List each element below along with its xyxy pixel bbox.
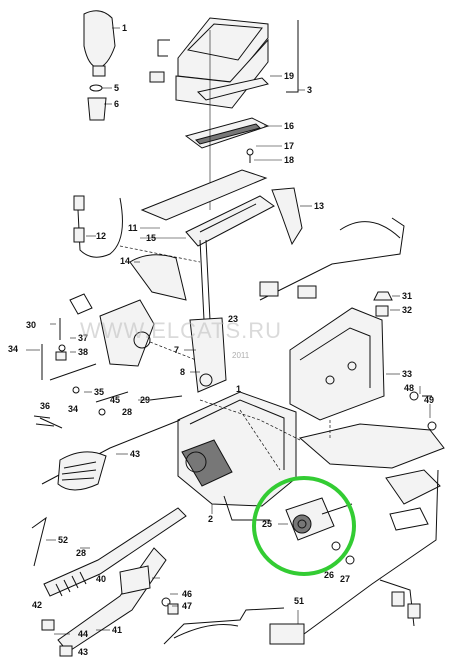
callout-47: 47 — [182, 601, 192, 611]
callout-30: 30 — [26, 320, 36, 330]
callout-14: 14 — [120, 256, 130, 266]
selector-cover-assembly — [149, 17, 305, 210]
callout-46: 46 — [182, 589, 192, 599]
callout-44: 44 — [78, 629, 88, 639]
main-housing — [177, 391, 297, 521]
callout-26: 26 — [324, 570, 334, 580]
callout-11: 11 — [128, 223, 138, 233]
watermark-year: 2011 — [232, 351, 250, 360]
callout-43: 43 — [130, 449, 140, 459]
callout-1: 1 — [236, 384, 241, 394]
reference-lines — [119, 245, 331, 471]
callout-25: 25 — [262, 519, 272, 529]
callout-18: 18 — [284, 155, 294, 165]
callout-43b: 43 — [78, 647, 88, 657]
callout-36: 36 — [40, 401, 50, 411]
callout-19: 19 — [284, 71, 294, 81]
selector-lever — [184, 239, 227, 393]
callout-28a: 28 — [122, 407, 132, 417]
lower-linkage — [31, 507, 187, 657]
indicator-strip-assembly — [129, 169, 312, 301]
callout-49: 49 — [424, 395, 434, 405]
left-linkage-assembly — [26, 293, 155, 429]
callout-38: 38 — [78, 347, 88, 357]
callout-40: 40 — [96, 574, 106, 584]
callout-34b: 34 — [68, 404, 78, 414]
callout-51: 51 — [294, 596, 304, 606]
callout-16: 16 — [284, 121, 294, 131]
callout-29: 29 — [140, 395, 150, 405]
callout-3: 3 — [307, 85, 312, 95]
lower-wiring — [163, 469, 439, 645]
callout-8: 8 — [180, 367, 185, 377]
callout-7: 7 — [174, 345, 179, 355]
callout-12: 12 — [96, 231, 106, 241]
cable-12 — [73, 195, 123, 258]
callout-41: 41 — [112, 625, 122, 635]
callout-5: 5 — [114, 83, 119, 93]
part-25-solenoid — [278, 497, 355, 565]
callout-28b: 28 — [76, 548, 86, 558]
highlight-circle — [252, 476, 356, 576]
shift-cable — [41, 391, 183, 491]
callout-52: 52 — [58, 535, 68, 545]
callout-17: 17 — [284, 141, 294, 151]
callout-13: 13 — [314, 201, 324, 211]
callout-45: 45 — [110, 395, 120, 405]
callout-6: 6 — [114, 99, 119, 109]
callout-34: 34 — [8, 344, 18, 354]
callout-42: 42 — [32, 600, 42, 610]
callout-31: 31 — [402, 291, 412, 301]
watermark-text: WWW.ELCATS.RU — [80, 318, 282, 343]
callout-23: 23 — [228, 314, 238, 324]
callout-33: 33 — [402, 369, 412, 379]
callout-48: 48 — [404, 383, 414, 393]
callout-15: 15 — [146, 233, 156, 243]
callout-27: 27 — [340, 574, 350, 584]
callout-2: 2 — [208, 514, 213, 524]
callout-35: 35 — [94, 387, 104, 397]
callout-37: 37 — [78, 333, 88, 343]
callout-labels: 1 5 6 3 19 16 17 18 13 11 15 12 14 31 32… — [8, 23, 434, 657]
callout-4: 1 — [122, 23, 127, 33]
callout-32: 32 — [402, 305, 412, 315]
right-bracket-assembly — [259, 217, 405, 421]
heat-shield — [298, 386, 445, 531]
gear-knob-assembly — [83, 10, 120, 121]
